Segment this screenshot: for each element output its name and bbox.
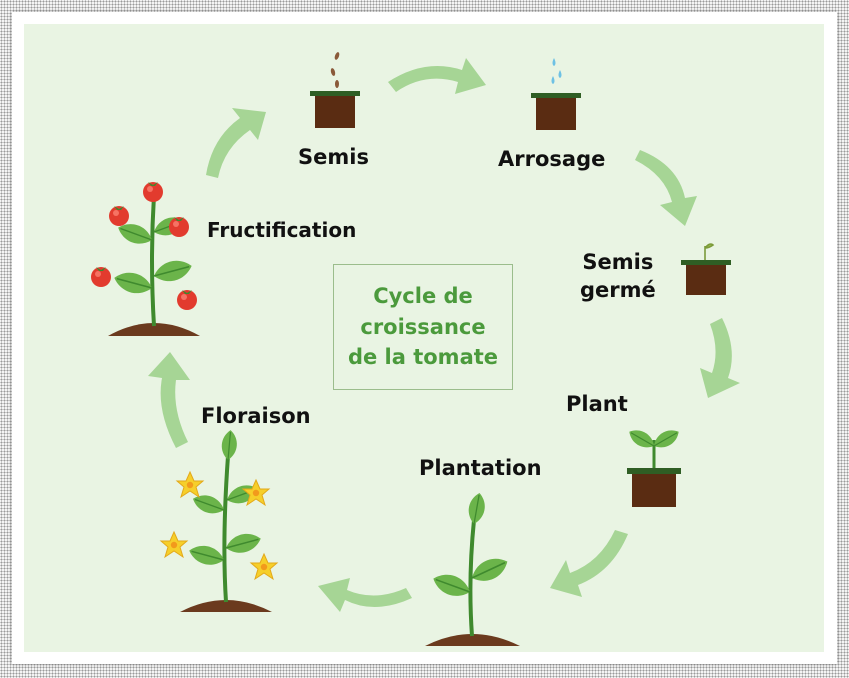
pot-icon	[536, 98, 576, 130]
cycle-arrow-icon	[388, 58, 486, 94]
cycle-arrow-icon	[700, 318, 740, 398]
label-fructification: Fructification	[207, 220, 356, 241]
label-semis: Semis	[298, 146, 369, 168]
label-plant: Plant	[566, 393, 628, 415]
arrosage-illustration	[531, 58, 581, 130]
water-drops-icon	[552, 58, 562, 84]
sprout-icon	[705, 244, 713, 260]
fructification-illustration	[91, 182, 200, 336]
label-floraison: Floraison	[201, 405, 311, 427]
cycle-arrow-icon	[318, 578, 412, 612]
title-line-2: croissance	[360, 312, 485, 342]
semis-germe-illustration	[681, 244, 731, 295]
cycle-arrow-icon	[148, 352, 190, 448]
pot-icon	[632, 473, 676, 507]
floraison-illustration	[161, 429, 277, 612]
cycle-arrow-icon	[206, 108, 266, 178]
seed-icon	[330, 52, 340, 88]
semis-illustration	[310, 52, 360, 128]
flower-icon	[161, 472, 277, 579]
pot-icon	[686, 265, 726, 295]
cycle-arrow-icon	[635, 150, 697, 226]
label-plantation: Plantation	[419, 457, 542, 479]
label-semis-germe-line2: germé	[580, 279, 656, 301]
plantation-illustration	[425, 492, 520, 646]
cycle-arrow-icon	[550, 530, 628, 597]
plant-illustration	[626, 426, 682, 507]
label-semis-germe-line1: Semis	[580, 251, 656, 273]
title-line-1: Cycle de	[373, 281, 473, 311]
pot-icon	[315, 96, 355, 128]
label-semis-germe: Semis germé	[580, 251, 656, 301]
title-line-3: de la tomate	[348, 342, 498, 372]
title-box: Cycle de croissance de la tomate	[333, 264, 513, 390]
label-arrosage: Arrosage	[498, 148, 605, 170]
